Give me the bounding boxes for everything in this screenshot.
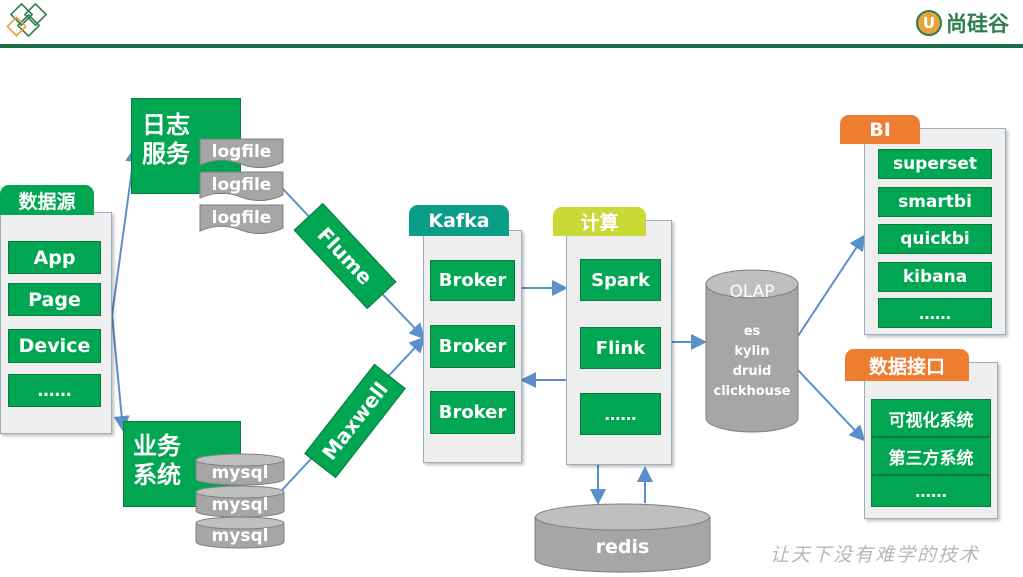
logfile-2: logfile — [199, 171, 284, 203]
bi-superset: superset — [878, 149, 992, 179]
data-source-tag: 数据源 — [0, 185, 94, 215]
source-item-more: …… — [8, 374, 101, 407]
mysql-db-3-label: mysql — [211, 525, 269, 546]
kafka-tag: Kafka — [409, 205, 509, 236]
header-bar: U 尚硅谷 — [0, 0, 1023, 48]
olap-kylin: kylin — [734, 344, 770, 359]
bi-tag: BI — [840, 115, 920, 144]
kafka-broker-2: Broker — [430, 325, 515, 368]
mysql-db-2-label: mysql — [211, 494, 269, 515]
data-api-tag: 数据接口 — [845, 349, 969, 381]
source-item-app: App — [8, 241, 101, 274]
mysql-db-3: mysql — [195, 516, 285, 549]
api-more: …… — [871, 475, 991, 507]
mysql-db-1: mysql — [195, 453, 285, 486]
olap-title: OLAP — [729, 282, 775, 302]
olap-druid: druid — [732, 364, 772, 379]
compute-flink: Flink — [580, 327, 661, 369]
bi-more: …… — [878, 298, 992, 328]
footer-slogan: 让天下没有难学的技术 — [770, 544, 981, 566]
log-service-label-1: 日志 — [142, 111, 190, 139]
kafka-broker-3: Broker — [430, 391, 515, 434]
business-label-2: 系统 — [133, 461, 181, 489]
brand-name: 尚硅谷 — [946, 11, 1009, 36]
brand-logo: U 尚硅谷 — [916, 8, 1009, 38]
api-visualization: 可视化系统 — [871, 399, 991, 437]
source-item-page: Page — [8, 283, 101, 316]
compute-more: …… — [580, 393, 661, 435]
olap-clickhouse: clickhouse — [713, 384, 791, 399]
source-item-device: Device — [8, 329, 101, 363]
olap-es: es — [743, 324, 761, 339]
brand-u-icon: U — [916, 10, 942, 36]
redis-label: redis — [595, 535, 650, 558]
compute-spark: Spark — [580, 259, 661, 301]
compute-tag: 计算 — [553, 207, 646, 236]
logfile-3: logfile — [199, 204, 284, 236]
business-label-1: 业务 — [133, 432, 181, 460]
redis-store: redis — [534, 503, 711, 574]
logfile-1: logfile — [199, 138, 284, 170]
header-divider — [0, 44, 1023, 48]
bi-kibana: kibana — [878, 262, 992, 292]
log-service-label-2: 服务 — [142, 140, 190, 168]
kafka-broker-1: Broker — [430, 260, 515, 301]
bi-quickbi: quickbi — [878, 224, 992, 254]
olap-store: OLAP es kylin druid clickhouse — [705, 268, 799, 434]
bi-smartbi: smartbi — [878, 187, 992, 217]
mysql-db-2: mysql — [195, 485, 285, 518]
diamond-logo-icon — [6, 2, 48, 38]
api-third-party: 第三方系统 — [871, 437, 991, 475]
mysql-db-1-label: mysql — [211, 462, 269, 483]
